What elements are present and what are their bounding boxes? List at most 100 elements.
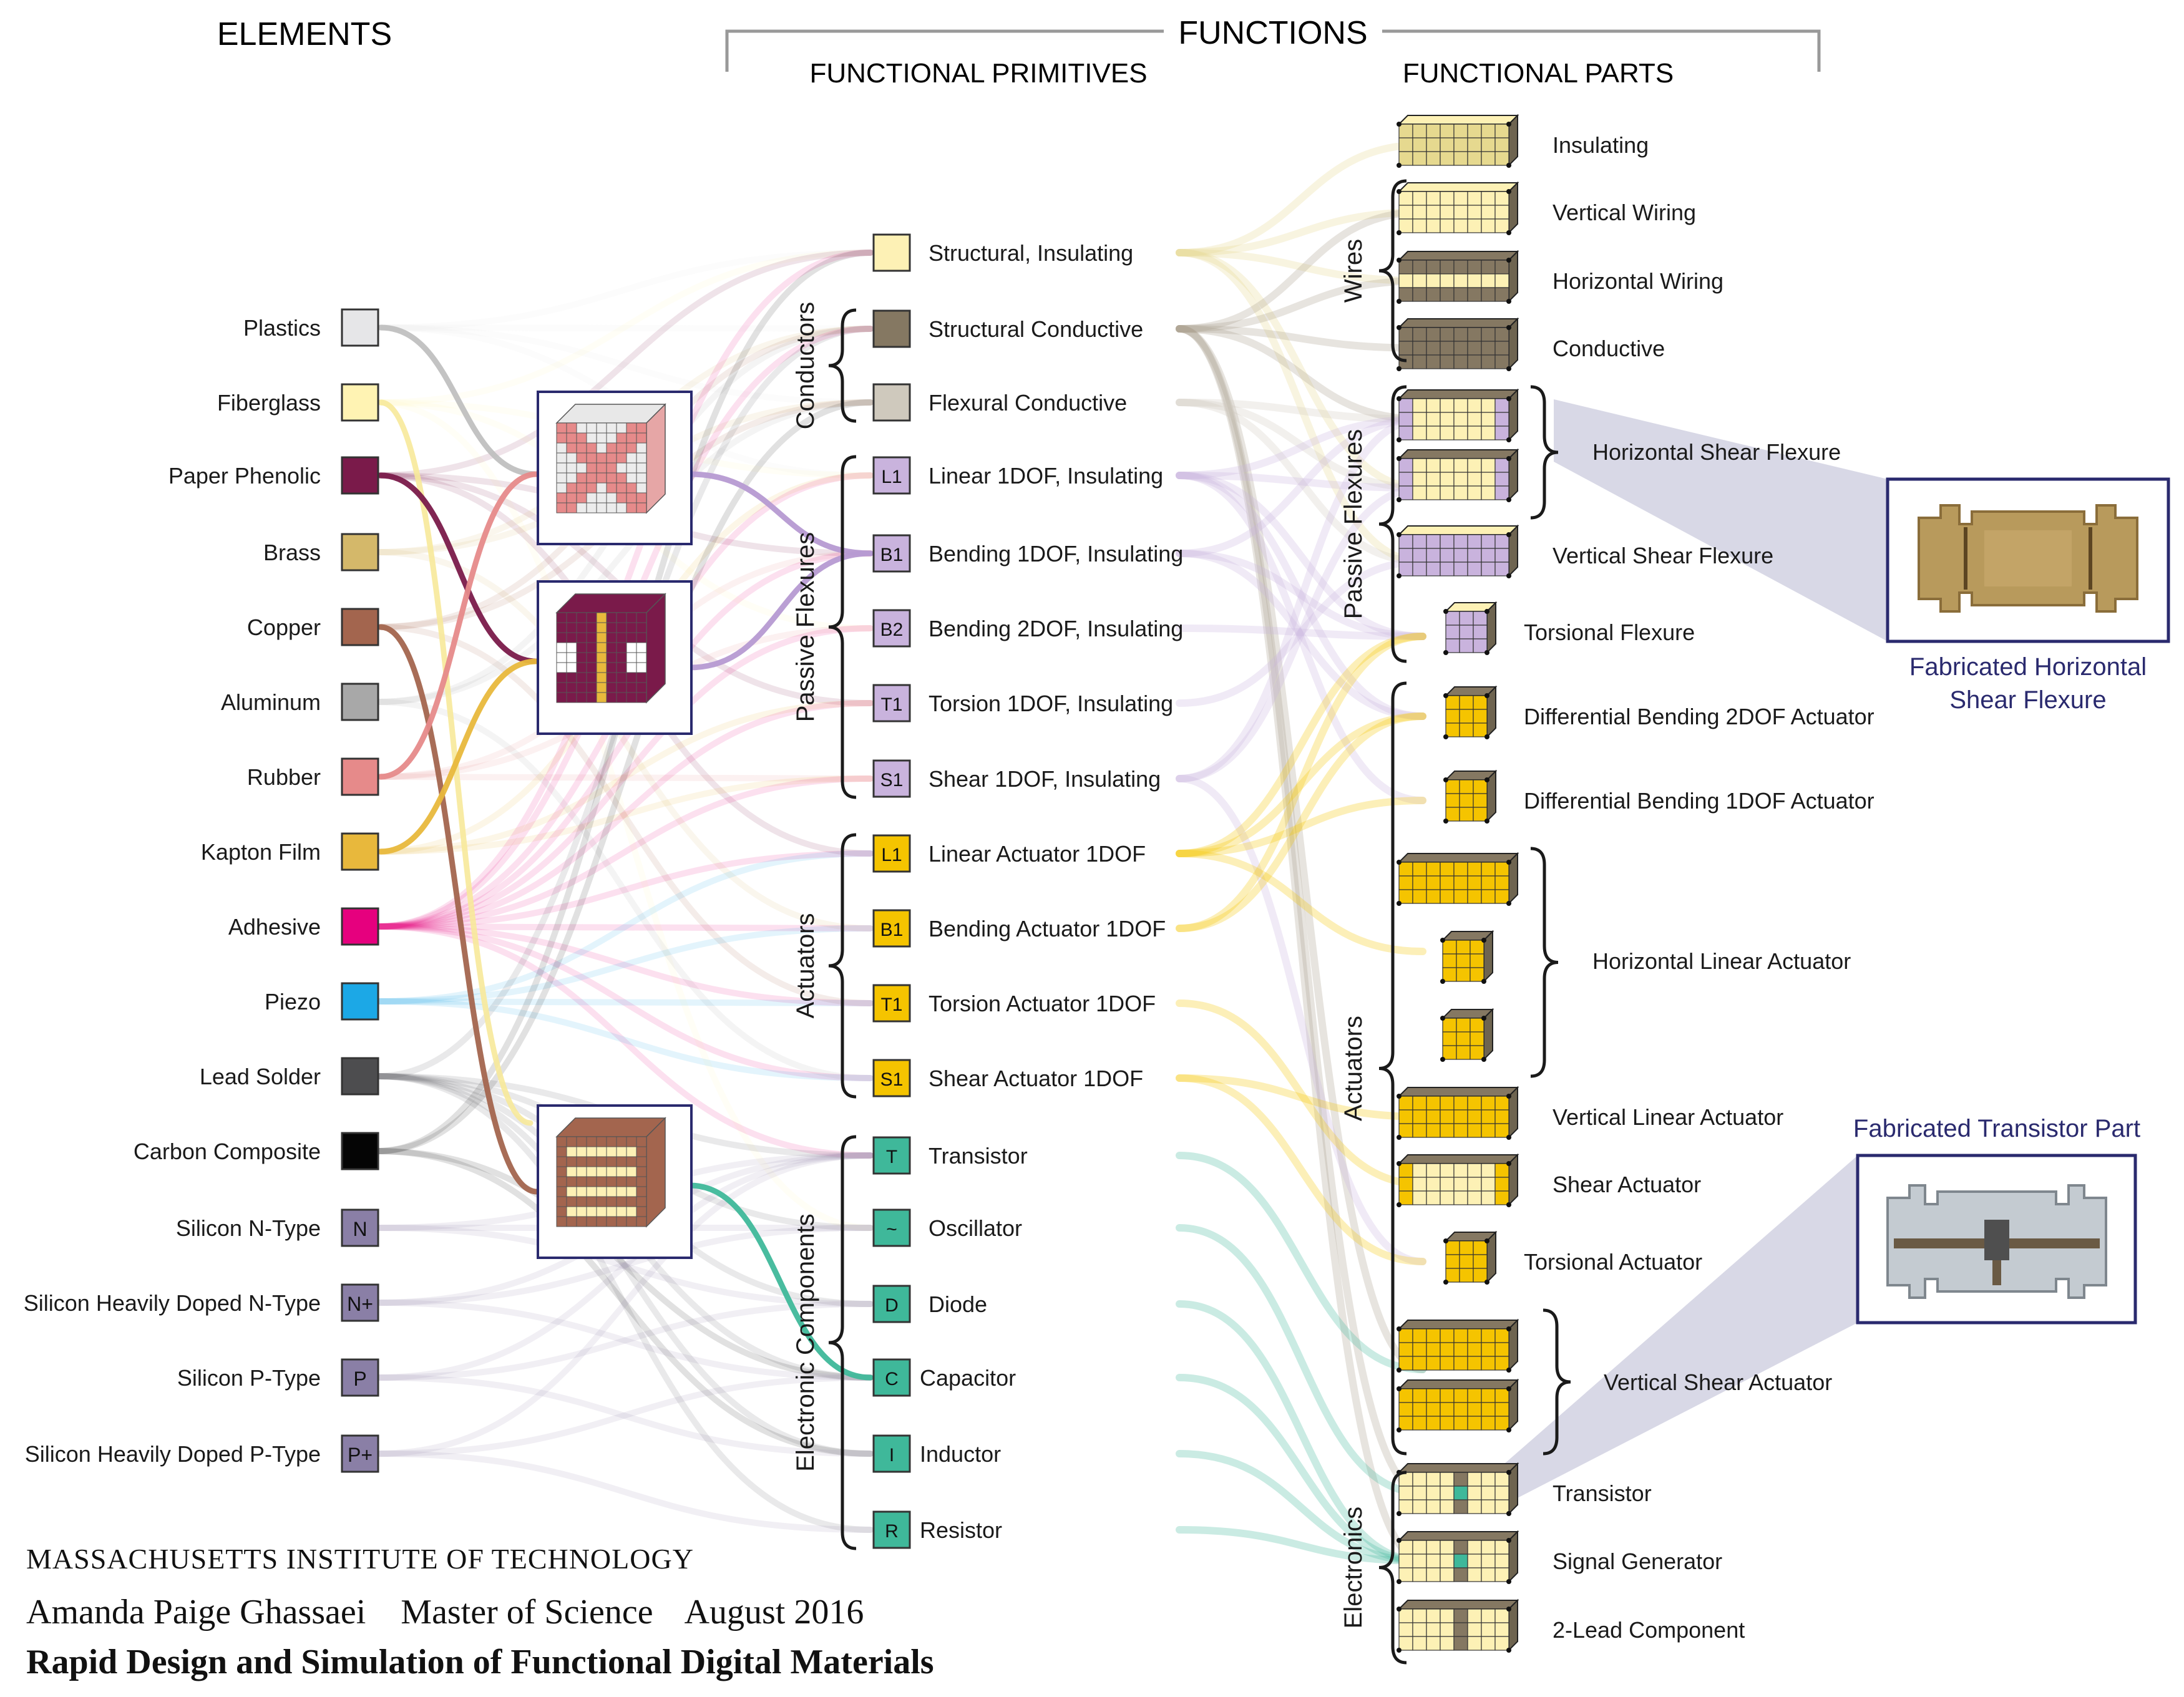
primitive-group-brace <box>828 308 857 423</box>
part-voxel <box>1467 534 1482 549</box>
voxel <box>606 662 617 673</box>
voxel <box>596 502 607 513</box>
voxel-cube <box>555 1117 666 1228</box>
part-corner-dot <box>1506 1368 1511 1373</box>
part-voxel <box>1453 354 1468 369</box>
part-voxel <box>1412 137 1427 152</box>
part-voxel <box>1494 124 1509 139</box>
part-voxel <box>1398 548 1413 563</box>
part-voxel <box>1453 137 1468 152</box>
part-voxel <box>1494 398 1509 413</box>
primitive-part-link <box>1176 1374 1426 1565</box>
part-voxel <box>1440 889 1455 904</box>
part-voxel-block <box>1443 1230 1498 1285</box>
voxel <box>606 1196 617 1207</box>
primitive-part-link <box>1176 277 1426 333</box>
part-label: Horizontal Shear Flexure <box>1592 439 1841 465</box>
part-voxel-block <box>1397 1378 1519 1432</box>
part-corner-dot <box>1506 437 1511 442</box>
part-label: 2-Lead Component <box>1553 1617 1745 1643</box>
primitive-code: T1 <box>880 994 902 1015</box>
part-voxel <box>1412 1636 1427 1651</box>
part-voxel <box>1426 398 1441 413</box>
primitive-swatch <box>872 1208 911 1247</box>
part-voxel <box>1453 1177 1468 1192</box>
element-label: Lead Solder <box>200 1064 321 1089</box>
part-voxel <box>1453 862 1468 877</box>
primitive-code: S1 <box>880 770 904 790</box>
part-corner-dot <box>1397 1579 1402 1584</box>
voxel <box>556 1206 567 1217</box>
part-voxel <box>1453 485 1468 500</box>
voxel <box>586 1146 597 1157</box>
part-voxel <box>1494 1540 1509 1555</box>
part-voxel <box>1481 1190 1496 1205</box>
part-corner-dot <box>1397 1202 1402 1207</box>
part-voxel <box>1445 779 1460 794</box>
part-voxel <box>1473 709 1488 724</box>
part-voxel <box>1481 534 1496 549</box>
part-corner-dot <box>1440 938 1445 943</box>
element-label: Rubber <box>247 764 321 790</box>
highlight-link <box>686 471 874 557</box>
part-voxel <box>1467 260 1482 275</box>
part-voxel <box>1481 472 1496 487</box>
primitive-code: S1 <box>880 1069 904 1090</box>
transistor-lead <box>1992 1260 2001 1285</box>
part-corner-dot <box>1397 163 1402 168</box>
primitive-label: Shear Actuator 1DOF <box>929 1066 1143 1091</box>
part-voxel <box>1473 779 1488 794</box>
voxel <box>596 1166 607 1177</box>
part-voxel <box>1398 875 1413 890</box>
voxel <box>616 1206 627 1217</box>
part-voxel <box>1398 273 1413 288</box>
part-voxel <box>1398 1190 1413 1205</box>
part-top <box>1397 1087 1519 1097</box>
part-voxel-block <box>1397 1318 1519 1373</box>
part-voxel <box>1481 425 1496 440</box>
part-label: Horizontal Wiring <box>1553 268 1723 294</box>
primitive-label: Diode <box>929 1291 987 1317</box>
part-corner-dot <box>1443 650 1448 655</box>
element-label: Silicon Heavily Doped P-Type <box>25 1441 321 1467</box>
element-primitive-link <box>374 324 874 406</box>
primitive-label: Resistor <box>920 1517 1002 1543</box>
voxel <box>586 422 597 434</box>
primitive-part-link <box>1176 1224 1426 1497</box>
part-corner-dot <box>1506 1538 1511 1543</box>
part-voxel <box>1453 1190 1468 1205</box>
part-corner-dot <box>1506 573 1511 578</box>
voxel <box>636 422 647 434</box>
voxel <box>636 1136 647 1147</box>
primitive-label: Flexural Conductive <box>929 390 1127 416</box>
part-voxel <box>1412 534 1427 549</box>
part-voxel <box>1426 1567 1441 1582</box>
part-voxel <box>1453 425 1468 440</box>
voxel <box>586 632 597 643</box>
part-voxel <box>1453 889 1468 904</box>
part-corner-dot <box>1397 122 1402 127</box>
fabricated-flexure-inset: Fabricated Horizontal Shear Flexure <box>1886 477 2170 714</box>
voxel <box>606 442 617 454</box>
part-voxel <box>1494 1485 1509 1500</box>
part-voxel <box>1426 1540 1441 1555</box>
element-label: Kapton Film <box>201 839 321 865</box>
part-voxel <box>1453 273 1468 288</box>
voxel <box>606 612 617 623</box>
primitive-swatch <box>872 1358 911 1397</box>
part-voxel <box>1453 1109 1468 1124</box>
part-top <box>1397 1600 1519 1610</box>
part-corner-dot <box>1506 1470 1511 1475</box>
part-voxel <box>1481 205 1496 220</box>
part-corner-dot <box>1506 1135 1511 1140</box>
primitive-swatch <box>872 534 911 573</box>
part-voxel <box>1426 548 1441 563</box>
part-voxel <box>1481 1328 1496 1343</box>
part-top <box>1397 1379 1519 1389</box>
voxel <box>606 1216 617 1227</box>
part-voxel <box>1426 1388 1441 1403</box>
part-voxel <box>1481 1123 1496 1138</box>
primitive-part-link <box>1176 399 1426 565</box>
primitive-part-link <box>1176 472 1426 640</box>
